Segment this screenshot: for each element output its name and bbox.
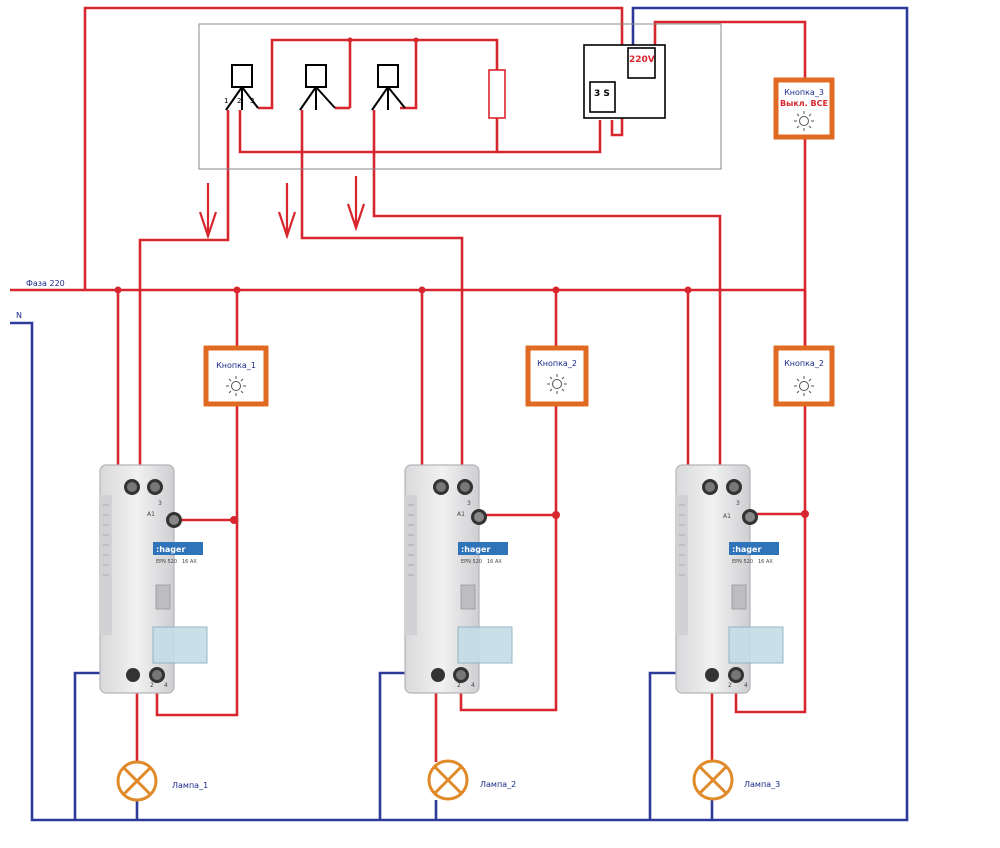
lamp-1-label: Лампа_1 — [172, 781, 208, 790]
neutral-wires — [10, 6, 909, 822]
junction-dots — [114, 37, 809, 524]
relay-1-brand-strip — [153, 542, 203, 555]
relay-1-rating: 16 AX — [182, 559, 197, 565]
relay-1: A1 3 :hager EPN 520 16 AX 2 4 — [99, 464, 208, 694]
relay-3-model: EPN 520 — [732, 559, 753, 565]
fuse-symbol — [488, 69, 506, 119]
relay-2-t4: 4 — [471, 682, 475, 689]
relay-2-t3: 3 — [467, 500, 471, 507]
pin-1-label: 1 — [224, 97, 228, 105]
lamp-2-label: Лампа_2 — [480, 780, 516, 789]
lamp-2: Лампа_2 — [427, 759, 516, 801]
relay-2-model: EPN 520 — [461, 559, 482, 565]
phase-label: Фаза 220 — [26, 279, 65, 288]
transistor-3 — [371, 64, 406, 111]
supply-220-label: 220V — [629, 55, 655, 65]
button-all-off[interactable]: Кнопка_3 Выкл. ВСЕ — [773, 77, 835, 140]
button-1[interactable]: Кнопка_1 — [203, 345, 269, 407]
transistor-1: 1 2 3 — [224, 64, 259, 111]
relay-1-t2: 2 — [150, 682, 154, 689]
lamp-3-label: Лампа_3 — [744, 780, 780, 789]
lamp-3: Лампа_3 — [692, 759, 780, 801]
relay-2-a1: A1 — [457, 511, 465, 518]
relay-1-a1: A1 — [147, 511, 155, 518]
relay-3-rating: 16 AX — [758, 559, 773, 565]
control-box: 1 2 3 220V 3 S — [198, 23, 722, 170]
timer-label: 3 S — [594, 89, 610, 99]
relay-3-a1: A1 — [723, 513, 731, 520]
transistor-2 — [299, 64, 336, 111]
relay-3-brand-strip — [729, 542, 779, 555]
relay-2-brand-strip — [458, 542, 508, 555]
relay-3-brand: :hager — [732, 545, 761, 554]
relay-2-brand: :hager — [461, 545, 490, 554]
relay-3: A1 3 :hager EPN 520 16 AX 2 4 — [675, 464, 784, 694]
pin-2-label: 2 — [237, 97, 241, 105]
button-1-label: Кнопка_1 — [216, 361, 256, 370]
pin-3-label: 3 — [250, 97, 254, 105]
neutral-label: N — [16, 311, 22, 320]
relay-2-t2: 2 — [457, 682, 461, 689]
relay-3-t4: 4 — [744, 682, 748, 689]
button-3[interactable]: Кнопка_2 — [773, 345, 835, 407]
button-all-off-label: Кнопка_3 — [784, 88, 824, 97]
button-2[interactable]: Кнопка_2 — [525, 345, 589, 407]
signal-arrows — [198, 176, 366, 240]
relay-1-model: EPN 520 — [156, 559, 177, 565]
relay-2-rating: 16 AX — [487, 559, 502, 565]
relay-3-t2: 2 — [728, 682, 732, 689]
relay-2: A1 3 :hager EPN 520 16 AX 2 4 — [404, 464, 513, 694]
relay-3-t3: 3 — [736, 500, 740, 507]
lamp-1: Лампа_1 — [116, 760, 208, 802]
button-3-label: Кнопка_2 — [784, 359, 824, 368]
button-2-label: Кнопка_2 — [537, 359, 577, 368]
relay-1-t4: 4 — [164, 682, 168, 689]
relay-1-t3: 3 — [158, 500, 162, 507]
button-all-off-sublabel: Выкл. ВСЕ — [780, 99, 828, 108]
relay-1-brand: :hager — [156, 545, 185, 554]
